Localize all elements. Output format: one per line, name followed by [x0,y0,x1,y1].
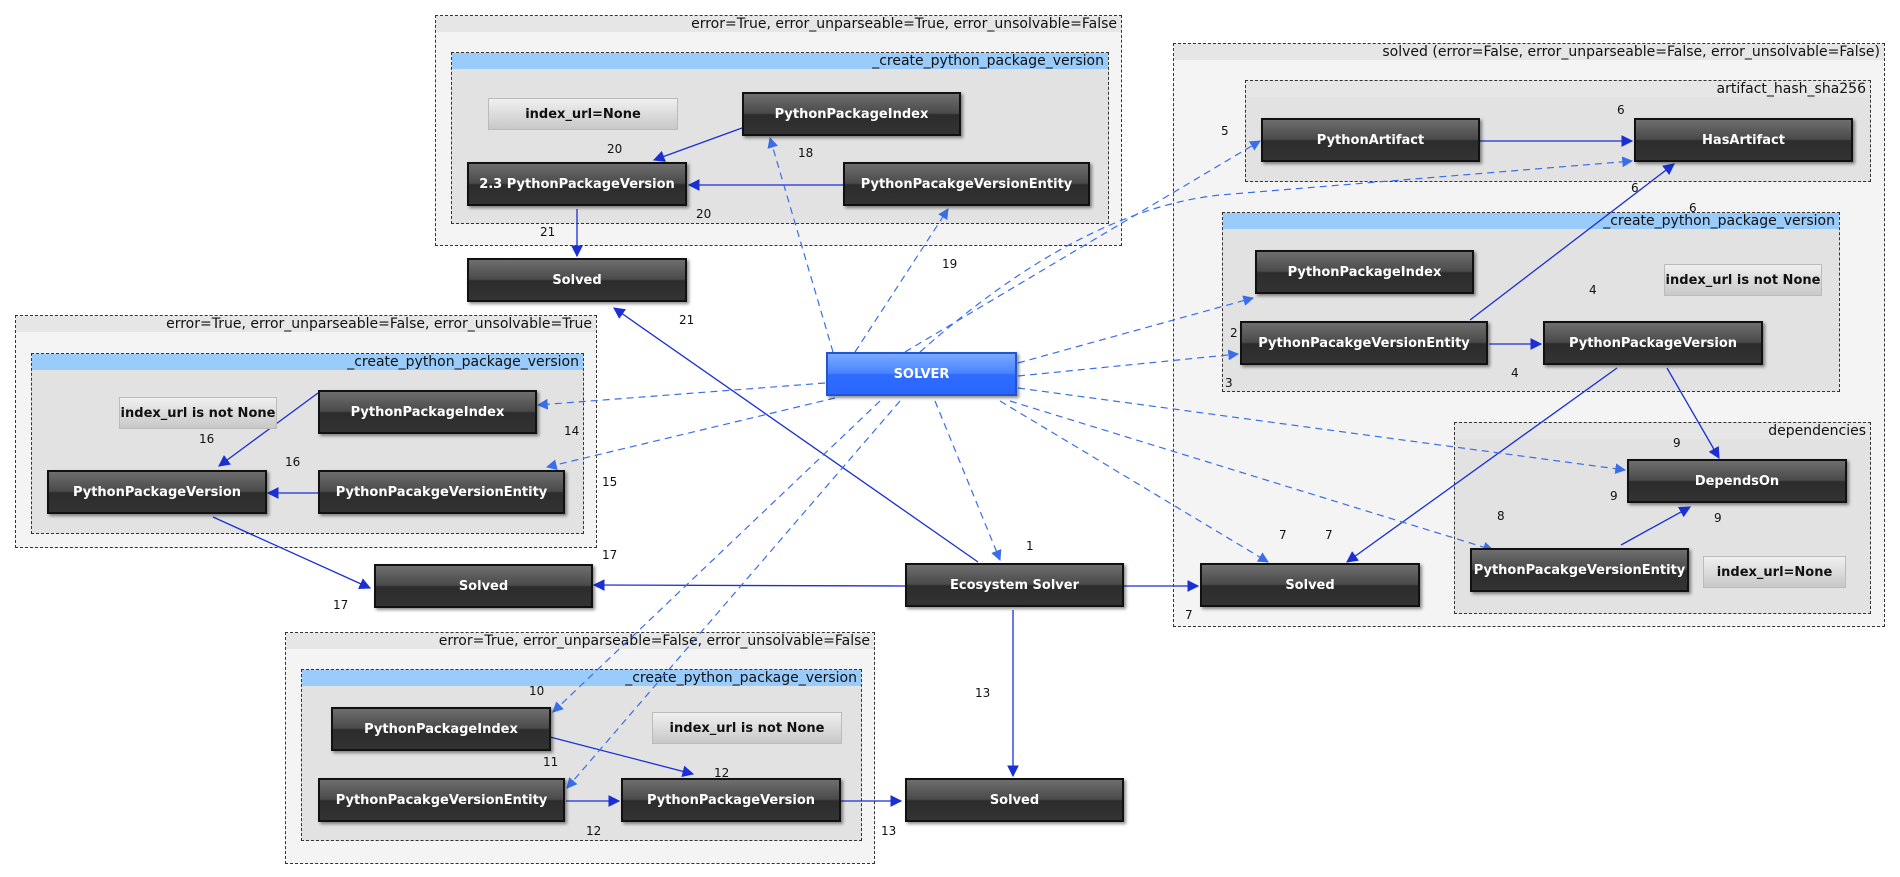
python-package-version-node[interactable]: 2.3 PythonPackageVersion [467,162,687,206]
python-artifact-node[interactable]: PythonArtifact [1261,118,1480,162]
python-package-version-entity-node[interactable]: PythonPacakgeVersionEntity [1470,548,1689,592]
edge-c4-entity-has [1469,163,1675,321]
python-package-version-node[interactable]: PythonPackageVersion [621,778,841,822]
edge-label: 13 [881,824,897,838]
edge-c4-depentity-depends [1620,506,1692,546]
cluster-title: error=True, error_unparseable=False, err… [286,633,874,649]
python-package-version-node[interactable]: PythonPackageVersion [1543,321,1763,365]
python-package-index-node[interactable]: PythonPackageIndex [318,390,537,434]
edge-solver-artifact [904,140,1261,353]
edge-c3-index-version [549,736,695,778]
edge-label: 16 [285,455,301,469]
edge-label: 6 [1631,181,1639,195]
cluster-title: error=True, error_unparseable=True, erro… [436,16,1121,32]
index-url-not-none-note: index_url is not None [1664,264,1822,296]
index-url-not-none-note: index_url is not None [652,712,842,744]
edge-eco-solved-c2 [592,579,906,591]
subcluster-title: _create_python_package_version [32,354,583,370]
edge-solver-has [919,156,1634,353]
edge-label: 15 [602,475,618,489]
index-url-none-note: index_url=None [488,98,678,130]
edge-label: 11 [543,755,559,769]
edge-c4-version-solved [1346,367,1618,563]
edge-c2-index-version [218,392,319,467]
edge-label: 2 [1230,326,1238,340]
python-package-version-entity-node[interactable]: PythonPacakgeVersionEntity [1240,321,1488,365]
edge-label: 12 [586,824,602,838]
has-artifact-node[interactable]: HasArtifact [1634,118,1853,162]
edge-solver-c4-index [1017,295,1255,364]
subcluster-title: dependencies [1455,423,1870,439]
edge-label: 20 [607,142,623,156]
edge-label: 10 [529,684,545,698]
edge-label: 8 [1497,509,1505,523]
python-package-version-entity-node[interactable]: PythonPacakgeVersionEntity [318,470,565,514]
edge-label: 1 [1026,539,1034,553]
edge-solver-c4-depentity [1009,400,1495,553]
depends-on-node[interactable]: DependsOn [1627,459,1847,503]
solved-node[interactable]: Solved [1200,563,1420,607]
edge-label: 18 [798,146,814,160]
edge-solver-c2-index [536,382,826,410]
edge-solver-c4-solved [999,400,1269,563]
edge-label: 6 [1617,103,1625,117]
edge-c4-version-depends [1666,367,1720,460]
edge-solver-c3-index [552,400,881,713]
edge-label: 20 [696,207,712,221]
ecosystem-solver-node[interactable]: Ecosystem Solver [905,563,1124,607]
edge-solver-c1-index [767,136,834,353]
edge-label: 16 [199,432,215,446]
edge-label: 17 [333,598,349,612]
edge-label: 4 [1511,366,1519,380]
edge-solver-depends [1017,387,1627,475]
edge-solver-c1-entity [854,208,949,353]
solved-node[interactable]: Solved [467,258,687,302]
solved-node[interactable]: Solved [374,564,593,608]
python-package-index-node[interactable]: PythonPackageIndex [742,92,961,136]
index-url-not-none-note: index_url is not None [119,397,277,429]
edge-c2-version-solved [212,516,372,589]
edge-label: 4 [1589,283,1597,297]
python-package-index-node[interactable]: PythonPackageIndex [1255,250,1474,294]
edge-solver-ecosystem [934,400,1002,561]
edge-label: 9 [1673,436,1681,450]
subcluster-title: _create_python_package_version [1223,213,1839,229]
python-package-version-entity-node[interactable]: PythonPacakgeVersionEntity [843,162,1090,206]
edge-c1-index-version [652,127,743,162]
solver-node[interactable]: SOLVER [826,352,1017,396]
edge-solver-c4-entity [1017,349,1240,377]
edge-label: 17 [602,548,618,562]
edge-label: 7 [1185,608,1193,622]
edge-label: 12 [714,766,730,780]
subcluster-title: _create_python_package_version [302,670,861,686]
edge-solver-c2-entity [545,397,836,470]
edge-label: 21 [540,225,556,239]
subcluster-create-version: _create_python_package_version [31,353,584,534]
python-package-version-entity-node[interactable]: PythonPacakgeVersionEntity [318,778,565,822]
subcluster-title: _create_python_package_version [452,53,1108,69]
edge-label: 19 [942,257,958,271]
edge-label: 9 [1610,489,1618,503]
edge-label: 3 [1225,376,1233,390]
cluster-title: solved (error=False, error_unparseable=F… [1174,44,1884,60]
edge-label: 14 [564,424,580,438]
edge-label: 9 [1714,511,1722,525]
python-package-version-node[interactable]: PythonPackageVersion [47,470,267,514]
edge-label: 7 [1279,528,1287,542]
subcluster-title: artifact_hash_sha256 [1246,81,1870,97]
edge-label: 21 [679,313,695,327]
edge-solver-c3-entity [566,400,901,789]
python-package-index-node[interactable]: PythonPackageIndex [331,707,551,751]
edge-eco-solved-c1 [613,307,979,563]
edge-label: 7 [1325,528,1333,542]
cluster-title: error=True, error_unparseable=False, err… [16,316,596,332]
edge-label: 5 [1221,124,1229,138]
edge-label: 6 [1689,201,1697,215]
index-url-none-note: index_url=None [1703,556,1846,588]
edge-label: 13 [975,686,991,700]
solved-node[interactable]: Solved [905,778,1124,822]
